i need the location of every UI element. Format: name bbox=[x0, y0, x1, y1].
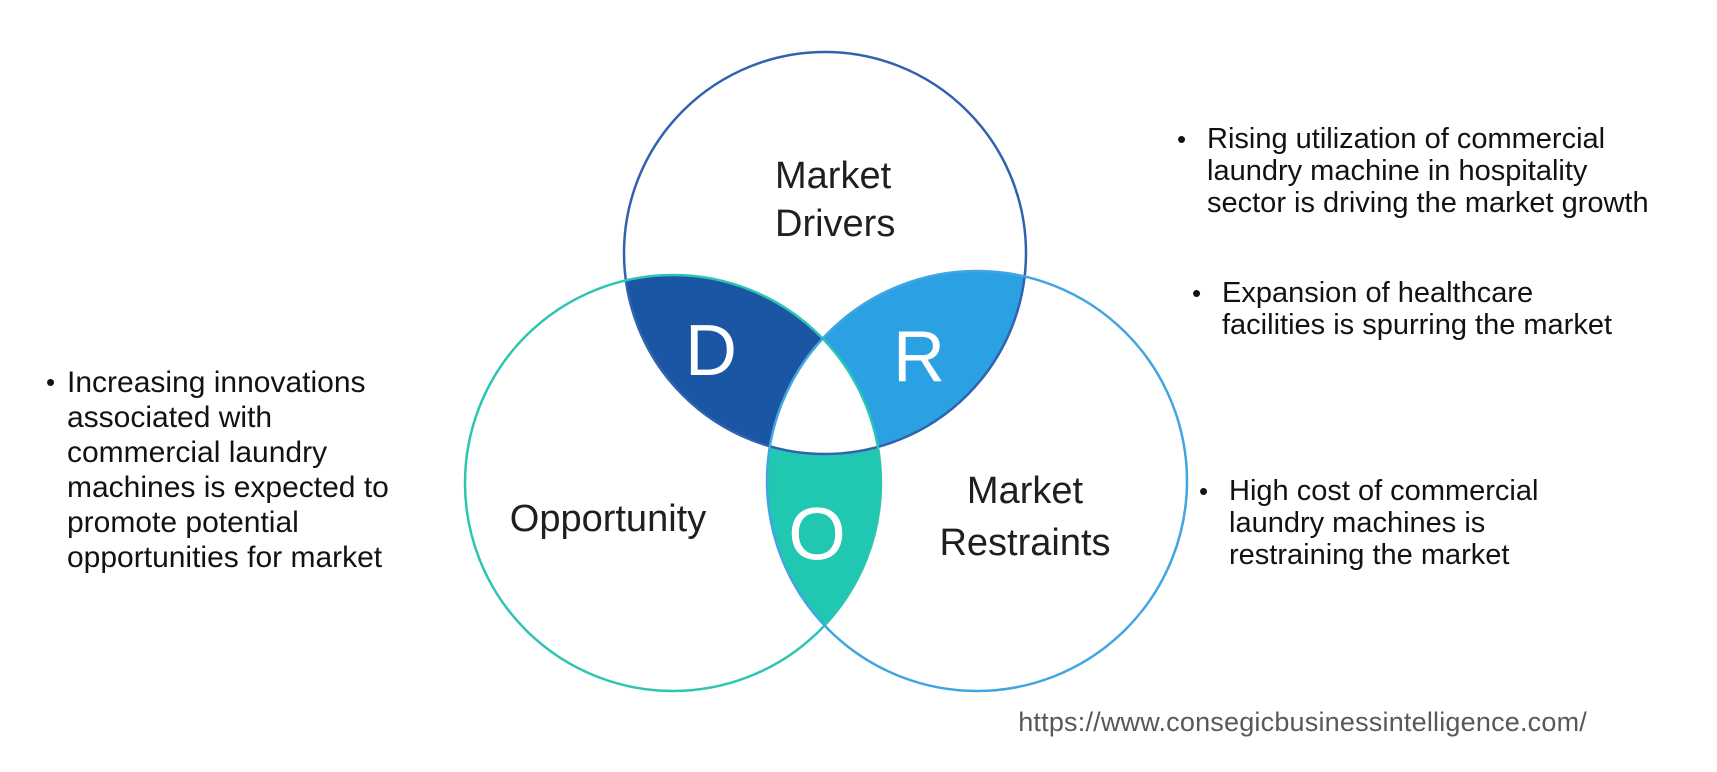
market-drivers-label-line1: Market bbox=[775, 155, 892, 197]
bullet-text: Expansion of healthcare facilities is sp… bbox=[1222, 277, 1613, 341]
market-drivers-circle-outline bbox=[622, 50, 1028, 456]
left-insight-bullet: • Increasing innovations associated with… bbox=[46, 365, 446, 575]
right-middle-insight-bullet: • Expansion of healthcare facilities is … bbox=[1192, 277, 1692, 341]
market-restraints-label-line1: Market bbox=[967, 470, 1084, 512]
bullet-marker: • bbox=[1199, 476, 1209, 506]
restraints-overlap-region bbox=[767, 271, 1026, 454]
market-restraints-circle-outline bbox=[765, 269, 1189, 693]
right-top-insight-bullet: • Rising utilization of commercial laund… bbox=[1177, 123, 1697, 219]
right-bottom-insight-bullet: • High cost of commercial laundry machin… bbox=[1199, 475, 1679, 571]
bullet-marker: • bbox=[46, 367, 56, 397]
market-restraints-label-line2: Restraints bbox=[939, 522, 1110, 564]
bullet-marker: • bbox=[1192, 278, 1202, 308]
opportunity-circle-outline bbox=[463, 273, 883, 693]
opportunity-label: Opportunity bbox=[510, 498, 706, 540]
market-drivers-label-line2: Drivers bbox=[775, 203, 895, 245]
drivers-overlap-region bbox=[624, 275, 881, 454]
bullet-text: High cost of commercial laundry machines… bbox=[1229, 475, 1539, 571]
letter-r: R bbox=[893, 317, 945, 397]
source-url: https://www.consegicbusinessintelligence… bbox=[1018, 707, 1587, 737]
letter-o: O bbox=[788, 493, 846, 576]
letter-d: D bbox=[685, 311, 737, 391]
bullet-text: Increasing innovations associated with c… bbox=[67, 366, 389, 574]
bullet-text: Rising utilization of commercial laundry… bbox=[1207, 123, 1649, 219]
bullet-marker: • bbox=[1177, 124, 1187, 154]
